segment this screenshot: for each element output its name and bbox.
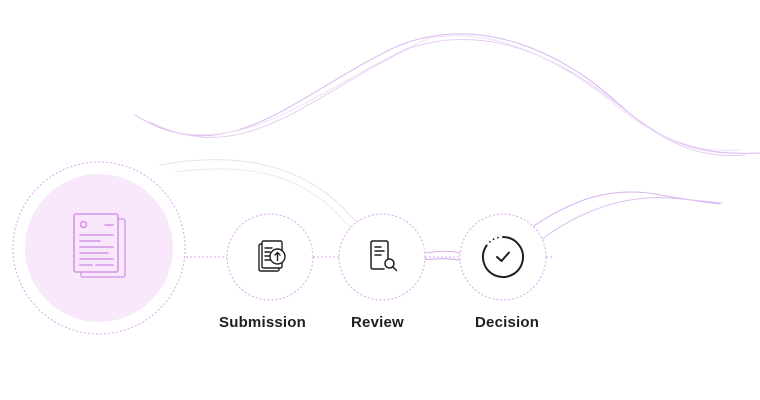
step-ring-decision — [459, 213, 547, 301]
decorative-curves — [134, 33, 760, 263]
step-node-review — [338, 213, 426, 301]
document-upload-icon — [258, 240, 286, 272]
document-search-icon — [370, 240, 398, 272]
top-wave-curve — [134, 33, 760, 154]
step-ring-review — [338, 213, 426, 301]
step-label-submission: Submission — [219, 314, 307, 331]
decision-out-curve-2 — [537, 197, 723, 243]
step-label-review: Review — [351, 314, 404, 331]
step-label-decision: Decision — [475, 314, 540, 331]
top-wave-curve-3 — [174, 35, 741, 152]
step-node-submission — [226, 213, 314, 301]
top-wave-curve-2 — [149, 39, 746, 157]
step-node-decision — [459, 213, 547, 301]
start-hub-outer-ring — [12, 161, 186, 335]
decision-out-curve — [524, 191, 721, 233]
check-circle-icon — [482, 236, 524, 278]
document-stack-icon — [73, 213, 126, 278]
start-hub — [12, 161, 186, 335]
